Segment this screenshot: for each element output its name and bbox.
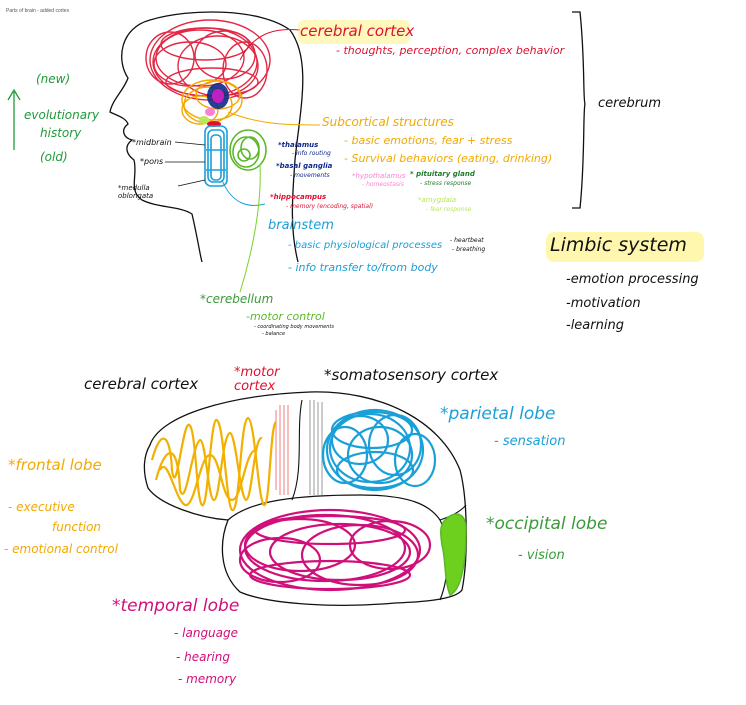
brainstem-item2: - info transfer to/from body	[288, 261, 438, 274]
midbrain-label: *midbrain	[132, 138, 172, 147]
occipital-lobe-title: *occipital lobe	[486, 514, 608, 534]
motor-cortex-stripe	[275, 405, 289, 495]
cerebellum-title: *cerebellum	[200, 292, 274, 306]
evolution-older-label: (old)	[40, 150, 68, 164]
hippocampus-label: *hippocampus	[270, 193, 327, 201]
parietal-lobe-item1: - sensation	[494, 434, 566, 449]
brainstem-item1-note1: - heartbeat	[450, 237, 484, 244]
temporal-lobe-title: *temporal lobe	[112, 596, 240, 616]
basal-ganglia-blob	[212, 89, 224, 103]
evolution-label-line2: history	[40, 126, 82, 140]
subcortical-item2: - Survival behaviors (eating, drinking)	[344, 152, 553, 165]
limbic-title: Limbic system	[550, 234, 687, 256]
cerebellum-scribble	[229, 129, 267, 171]
basal-ganglia-label: *basal ganglia	[276, 162, 333, 170]
brainstem-item1-note2: - breathing	[452, 246, 486, 253]
hypothalamus-desc: - homeostasis	[362, 181, 404, 188]
brainstem-scribble	[204, 125, 228, 187]
head-outline	[149, 11, 304, 263]
face-profile	[109, 19, 203, 263]
evolution-label-line1: evolutionary	[24, 108, 100, 122]
cerebrum-label: cerebrum	[598, 96, 661, 111]
frontal-lobe-scribble	[150, 416, 277, 512]
limbic-item1: -emotion processing	[566, 272, 699, 287]
cerebellum-item1-note1: - coordinating body movements	[254, 324, 334, 330]
subcortical-item1: - basic emotions, fear + stress	[344, 134, 513, 147]
parietal-lobe-title: *parietal lobe	[440, 404, 556, 424]
brainstem-item1: - basic physiological processes	[288, 240, 443, 251]
pituitary-label: * pituitary gland	[410, 170, 475, 178]
subcortical-title: Subcortical structures	[322, 115, 454, 129]
occipital-lobe-item1: - vision	[518, 548, 565, 563]
motor-cortex-label: *motor cortex	[234, 365, 280, 394]
cortex-brain-outline	[143, 391, 467, 606]
basal-ganglia-desc: - movements	[290, 172, 330, 179]
temporal-lobe-item2: - hearing	[176, 650, 230, 664]
amygdala-label: *amygdala	[418, 196, 457, 204]
temporal-lobe-item1: - language	[174, 626, 239, 640]
amygdala-blob	[199, 116, 209, 124]
frontal-lobe-title: *frontal lobe	[8, 456, 102, 474]
frontal-lobe-item1: - executive	[8, 500, 75, 514]
cerebral-cortex-desc: - thoughts, perception, complex behavior	[336, 44, 565, 57]
thalamus-label: *thalamus	[278, 141, 319, 149]
cerebral-cortex-title: cerebral cortex	[300, 22, 415, 40]
temporal-lobe-scribble	[238, 508, 432, 592]
limbic-item3: -learning	[566, 318, 624, 333]
cerebral-cortex-header: cerebral cortex	[84, 375, 199, 393]
parietal-lobe-scribble	[321, 408, 437, 492]
frontal-lobe-item2: - emotional control	[4, 542, 118, 556]
temporal-lobe-item3: - memory	[178, 672, 237, 686]
subcortical-scribble	[181, 79, 243, 125]
thalamus-desc: - info routing	[292, 150, 331, 157]
pons-label: *pons	[140, 157, 164, 166]
somatosensory-cortex-label: *somatosensory cortex	[324, 366, 499, 384]
pituitary-desc: - stress response	[420, 180, 472, 187]
somatosensory-stripe	[309, 400, 323, 495]
evolution-newer-label: (new)	[36, 72, 71, 86]
occipital-lobe-fill	[440, 513, 467, 596]
medulla-label: *medulla oblongata	[118, 184, 154, 200]
cerebellum-item1-note2: - balance	[262, 331, 286, 337]
document-title: Parts of brain - added cortex	[6, 8, 70, 14]
cerebral-cortex-scribble	[145, 19, 271, 101]
hypothalamus-label: *hypothalamus	[352, 172, 406, 180]
limbic-item2: -motivation	[566, 296, 641, 311]
hypothalamus-blob	[205, 108, 215, 116]
brainstem-title: brainstem	[268, 218, 334, 233]
cerebellum-item1: -motor control	[246, 310, 325, 323]
frontal-lobe-item1b: function	[52, 520, 102, 534]
hippocampus-desc: - memory (encoding, spatial)	[286, 203, 374, 210]
amygdala-desc: - fear response	[426, 206, 472, 213]
